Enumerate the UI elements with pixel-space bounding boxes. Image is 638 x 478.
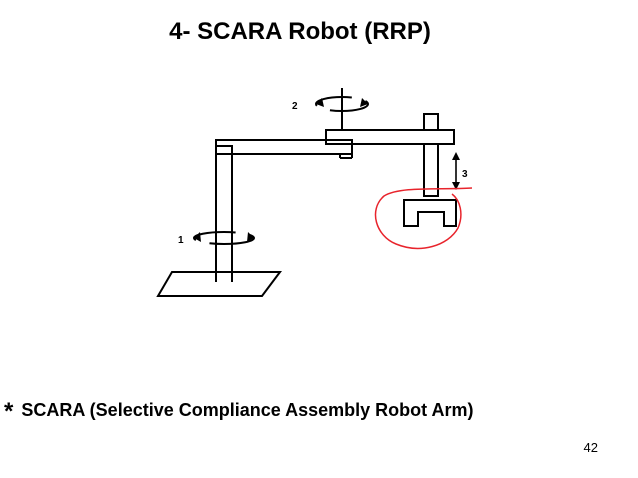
- page-number: 42: [583, 440, 598, 455]
- red-annotation-circle: [374, 187, 473, 250]
- slide-title: 4- SCARA Robot (RRP): [169, 18, 431, 45]
- bullet-star: *: [4, 398, 14, 425]
- base-plate: [156, 271, 282, 297]
- base-column: [215, 145, 233, 282]
- second-arm: [325, 129, 455, 145]
- joint1-label: 1: [178, 235, 184, 246]
- joint2-label: 2: [292, 101, 298, 112]
- arm-cap: [423, 113, 439, 131]
- gripper: [403, 199, 457, 227]
- caption-text: SCARA (Selective Compliance Assembly Rob…: [21, 400, 474, 420]
- first-arm: [215, 139, 353, 155]
- joint1-rotation-arrow: [193, 231, 255, 245]
- prismatic-shaft: [423, 143, 439, 197]
- caption: * SCARA (Selective Compliance Assembly Ro…: [4, 398, 473, 426]
- joint3-label: 3: [462, 169, 468, 180]
